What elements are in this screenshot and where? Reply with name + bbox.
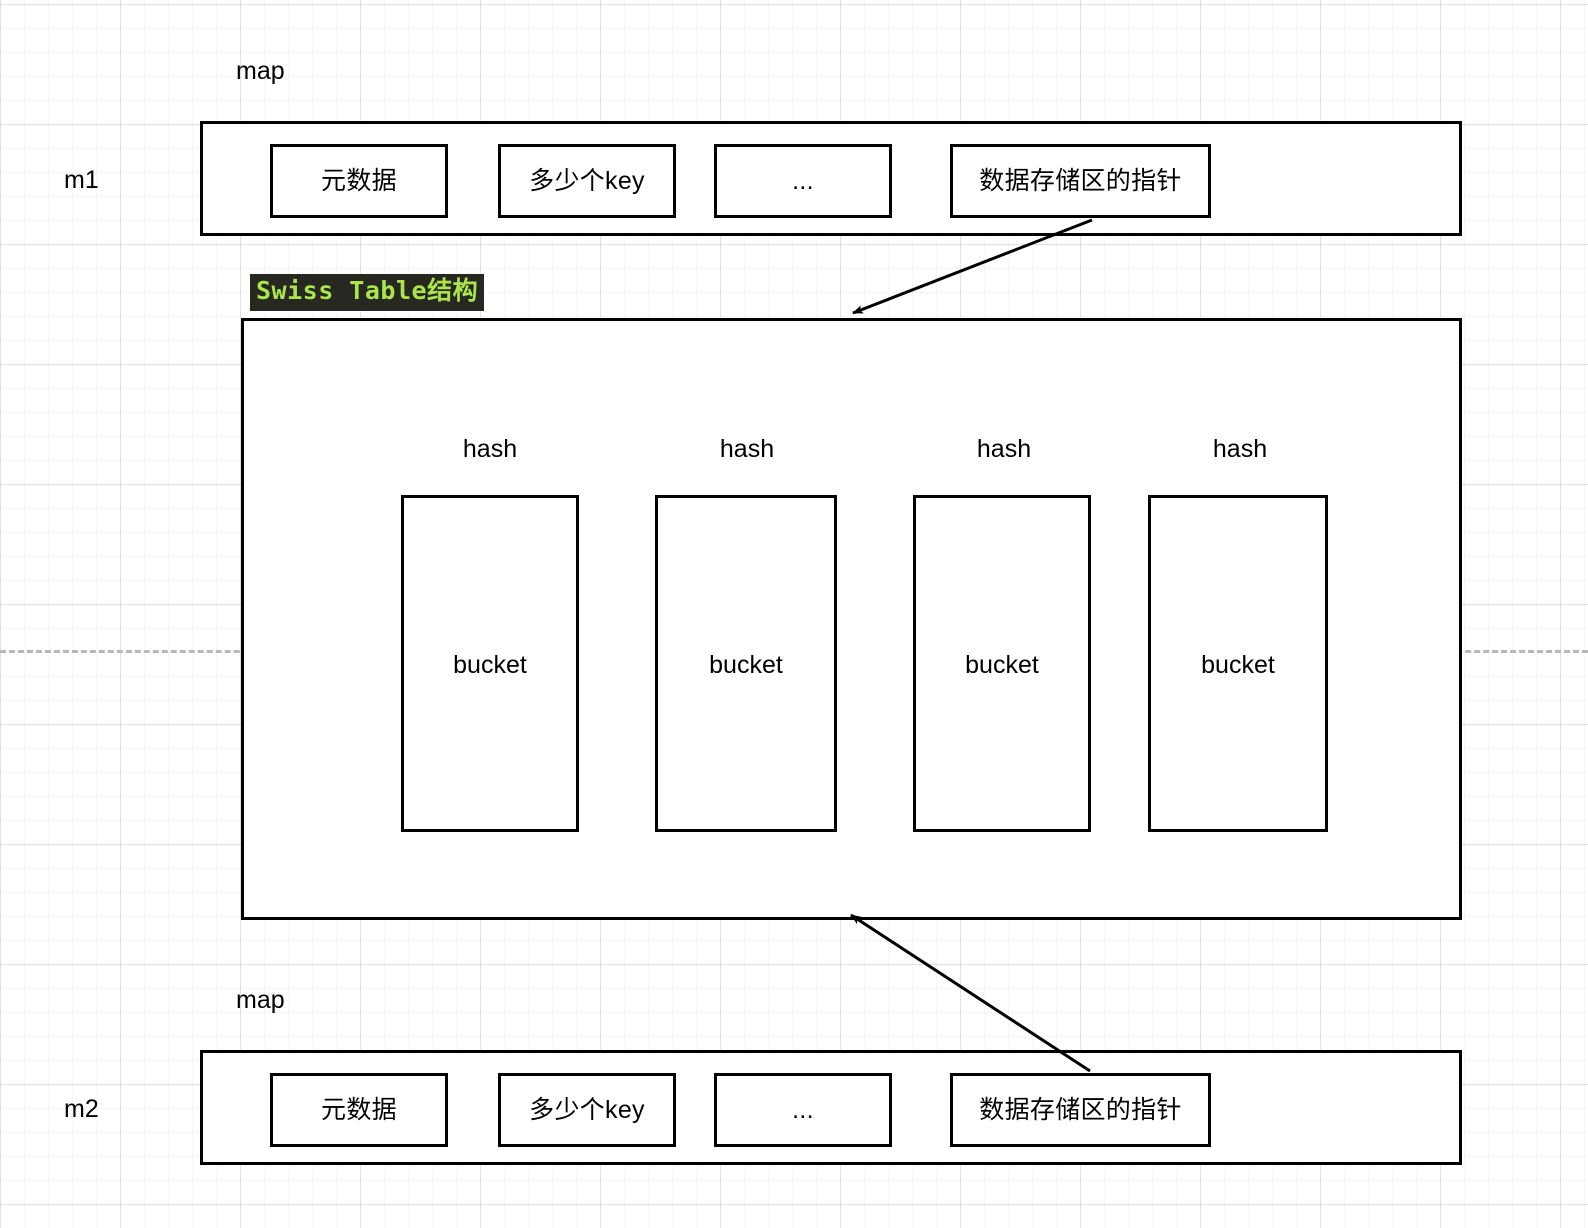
map-field-ellipsis-m1: ... bbox=[714, 144, 892, 218]
bucket-box-3: bucket bbox=[913, 495, 1091, 832]
map-side-label-m2: m2 bbox=[64, 1095, 99, 1123]
map-field-ellipsis-m2: ... bbox=[714, 1073, 892, 1147]
map-field-metadata-m1: 元数据 bbox=[270, 144, 448, 218]
bucket-box-4: bucket bbox=[1148, 495, 1328, 832]
hash-label-3: hash bbox=[976, 435, 1032, 463]
bucket-label-4: bucket bbox=[1201, 651, 1275, 679]
map-title-m2: map bbox=[236, 986, 285, 1014]
swiss-table-container: hash hash hash hash bucket bucket bucket… bbox=[241, 318, 1462, 920]
bucket-label-3: bucket bbox=[965, 651, 1039, 679]
bucket-label-1: bucket bbox=[453, 651, 527, 679]
map-field-data-pointer-m2: 数据存储区的指针 bbox=[950, 1073, 1211, 1147]
bucket-box-2: bucket bbox=[655, 495, 837, 832]
hash-label-4: hash bbox=[1212, 435, 1268, 463]
map-field-key-count-m1: 多少个key bbox=[498, 144, 676, 218]
connector-m2-pointer-to-swiss-table bbox=[850, 913, 1091, 1073]
map-title-m1: map bbox=[236, 57, 285, 85]
bucket-box-1: bucket bbox=[401, 495, 579, 832]
swiss-table-tag: Swiss Table结构 bbox=[250, 274, 485, 311]
map-field-metadata-m2: 元数据 bbox=[270, 1073, 448, 1147]
map-field-key-count-m2: 多少个key bbox=[498, 1073, 676, 1147]
bucket-label-2: bucket bbox=[709, 651, 783, 679]
hash-label-1: hash bbox=[462, 435, 518, 463]
map-field-data-pointer-m1: 数据存储区的指针 bbox=[950, 144, 1211, 218]
map-side-label-m1: m1 bbox=[64, 166, 99, 194]
map-struct-m2: 元数据 多少个key ... 数据存储区的指针 bbox=[200, 1050, 1462, 1165]
hash-label-2: hash bbox=[719, 435, 775, 463]
map-struct-m1: 元数据 多少个key ... 数据存储区的指针 bbox=[200, 121, 1462, 236]
